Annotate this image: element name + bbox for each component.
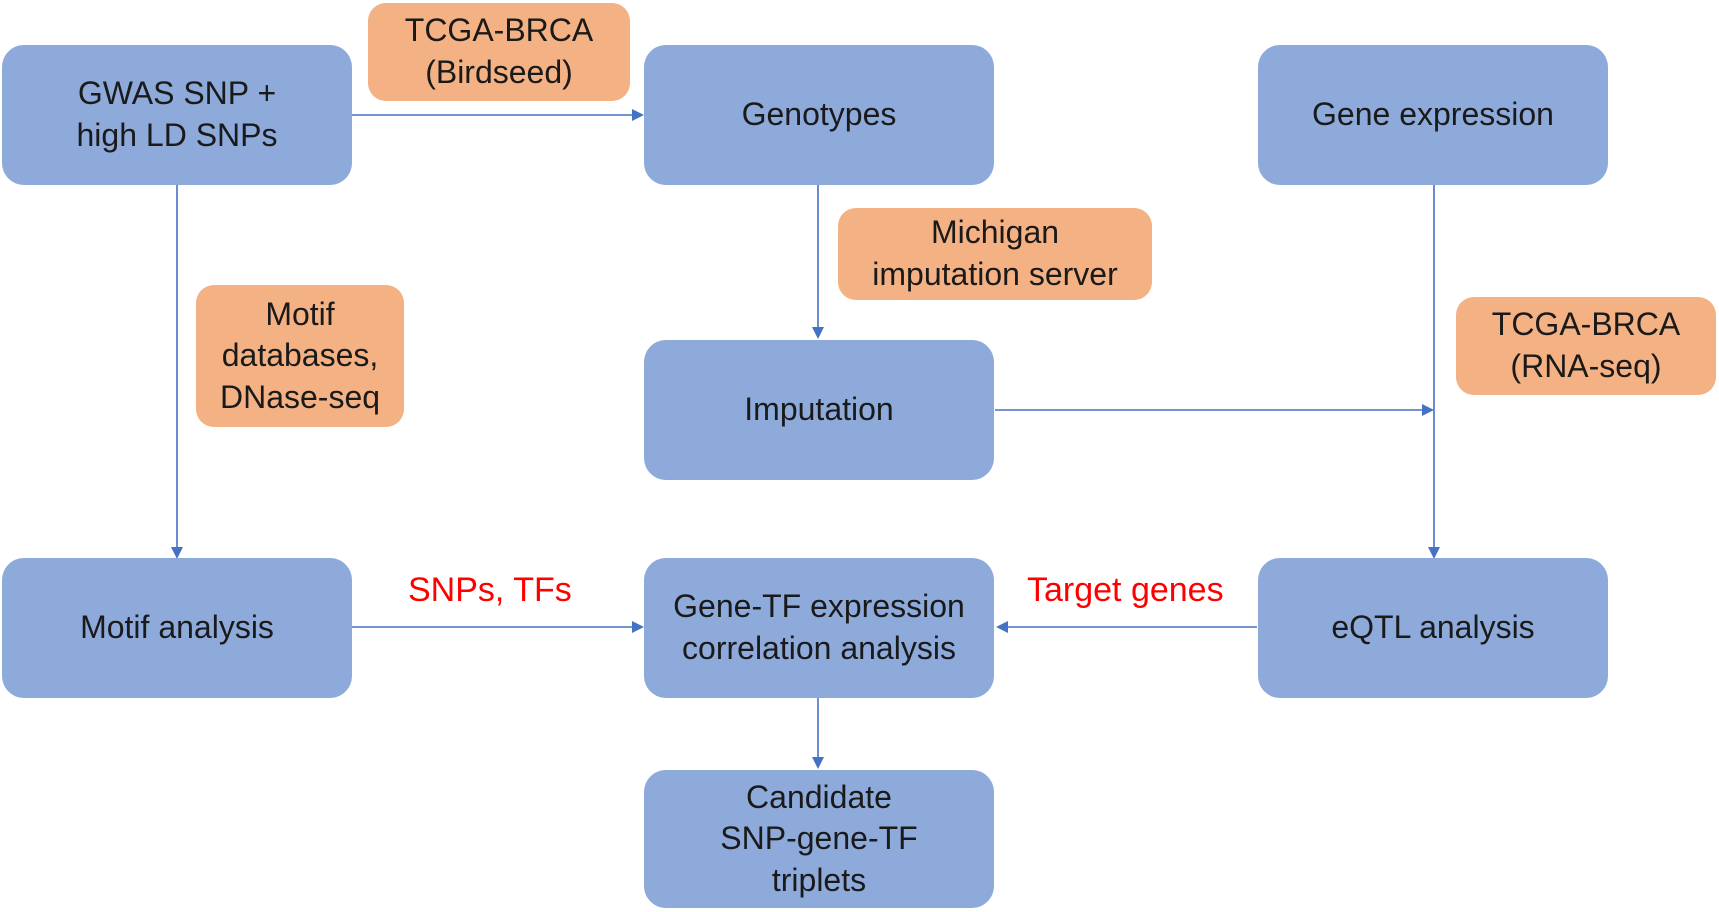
resource-michigan-server: Michigan imputation server	[838, 208, 1152, 300]
node-correlation-analysis: Gene-TF expression correlation analysis	[644, 558, 994, 698]
node-eqtl-analysis: eQTL analysis	[1258, 558, 1608, 698]
node-gwas-snp: GWAS SNP + high LD SNPs	[2, 45, 352, 185]
label-snps-tfs: SNPs, TFs	[408, 571, 572, 609]
node-imputation: Imputation	[644, 340, 994, 480]
node-genotypes: Genotypes	[644, 45, 994, 185]
resource-motif-databases: Motif databases, DNase-seq	[196, 285, 404, 427]
resource-tcga-rnaseq: TCGA-BRCA (RNA-seq)	[1456, 297, 1716, 395]
label-target-genes: Target genes	[1027, 571, 1224, 609]
node-motif-analysis: Motif analysis	[2, 558, 352, 698]
node-gene-expression: Gene expression	[1258, 45, 1608, 185]
resource-tcga-birdseed: TCGA-BRCA (Birdseed)	[368, 3, 630, 101]
node-candidate-triplets: Candidate SNP-gene-TF triplets	[644, 770, 994, 908]
